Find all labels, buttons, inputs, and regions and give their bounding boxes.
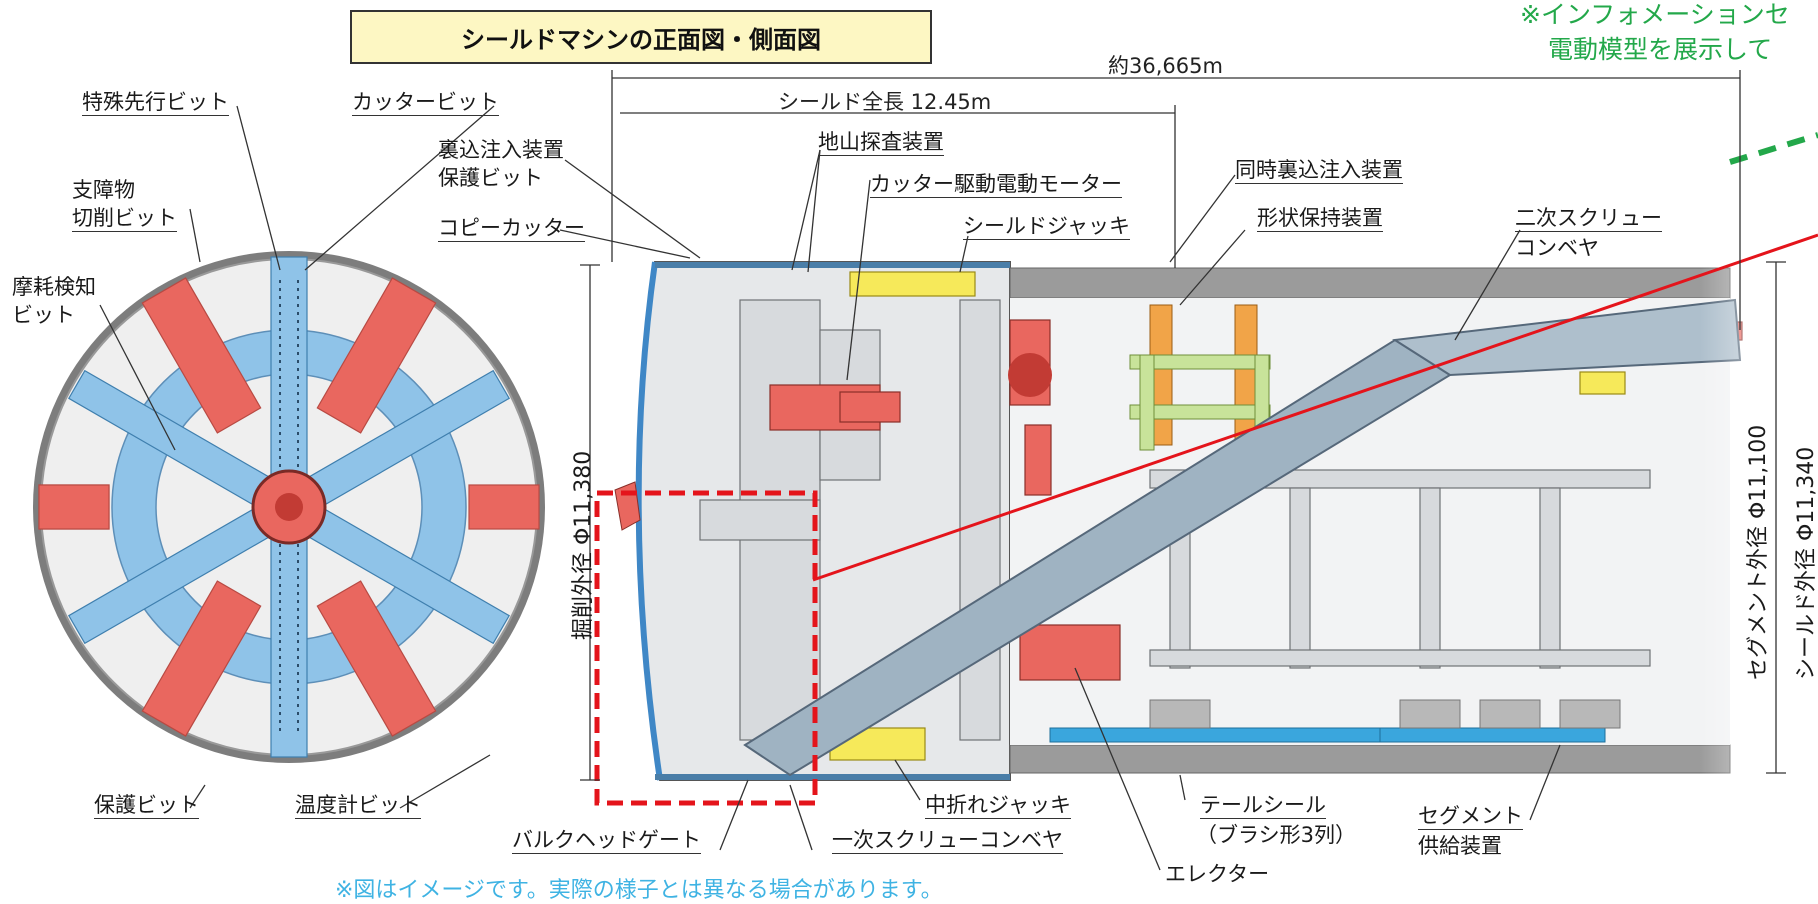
label-second-screw-2: コンベヤ (1515, 236, 1599, 260)
label-backfill-protect-2: 保護ビット (438, 166, 543, 190)
disclaimer-note: ※図はイメージです。実際の様子とは異なる場合があります。 (335, 878, 943, 903)
label-ground-probe: 地山探査装置 (818, 130, 944, 156)
shield-length-label: シールド全長 12.45m (778, 90, 992, 114)
dimension-lines (580, 70, 1786, 781)
label-first-screw: 一次スクリューコンベヤ (832, 828, 1063, 854)
shield-diameter-label: シールド外径 Φ11,340 (1794, 446, 1818, 680)
overall-length-label: 約36,665m (1108, 54, 1223, 78)
label-backfill-protect-1: 裏込注入装置 (438, 138, 564, 162)
label-shield-jack: シールドジャッキ (963, 214, 1130, 240)
label-cutter-bit: カッタービット (352, 90, 499, 116)
label-special-bit: 特殊先行ビット (82, 90, 229, 116)
excavation-diameter-label: 掘削外径 Φ11,380 (571, 450, 596, 640)
label-wear-bit-2: ビット (12, 303, 75, 327)
label-wear-bit-1: 摩耗検知 (12, 275, 96, 299)
label-obstacle-bit-1: 支障物 (72, 178, 135, 202)
bulkhead-highlight-box (594, 490, 818, 806)
label-tail-seal-2: （ブラシ形3列） (1196, 823, 1356, 847)
front-view-cutterhead (33, 251, 545, 763)
label-cutter-motor: カッター駆動電動モーター (870, 172, 1122, 198)
side-leader-lines (559, 149, 1561, 871)
callout-green-line (1729, 132, 1818, 165)
label-simul-backfill: 同時裏込注入装置 (1235, 158, 1403, 184)
front-leader-lines (99, 105, 495, 809)
label-erector: エレクター (1165, 862, 1270, 886)
info-note-line1: ※インフォメーションセ (1520, 0, 1790, 29)
label-second-screw-1: 二次スクリュー (1515, 206, 1662, 232)
label-articulation-jack: 中折れジャッキ (925, 793, 1071, 819)
callout-red-line (812, 233, 1818, 582)
label-bulkhead-gate: バルクヘッドゲート (512, 828, 701, 854)
info-note-line2: 電動模型を展示して (1548, 35, 1773, 64)
label-segment-feed-1: セグメント (1418, 804, 1523, 830)
label-protect-bit: 保護ビット (94, 793, 199, 819)
diagram-title: シールドマシンの正面図・側面図 (350, 10, 932, 64)
side-view-machine (614, 250, 1818, 790)
label-shape-keeper: 形状保持装置 (1257, 206, 1383, 232)
segment-diameter-label: セグメント外径 Φ11,100 (1746, 424, 1771, 680)
label-tail-seal-1: テールシール (1200, 793, 1326, 819)
label-thermo-bit: 温度計ビット (295, 793, 421, 819)
label-obstacle-bit-2: 切削ビット (72, 206, 177, 232)
label-copy-cutter: コピーカッター (438, 216, 585, 242)
label-segment-feed-2: 供給装置 (1418, 834, 1502, 858)
